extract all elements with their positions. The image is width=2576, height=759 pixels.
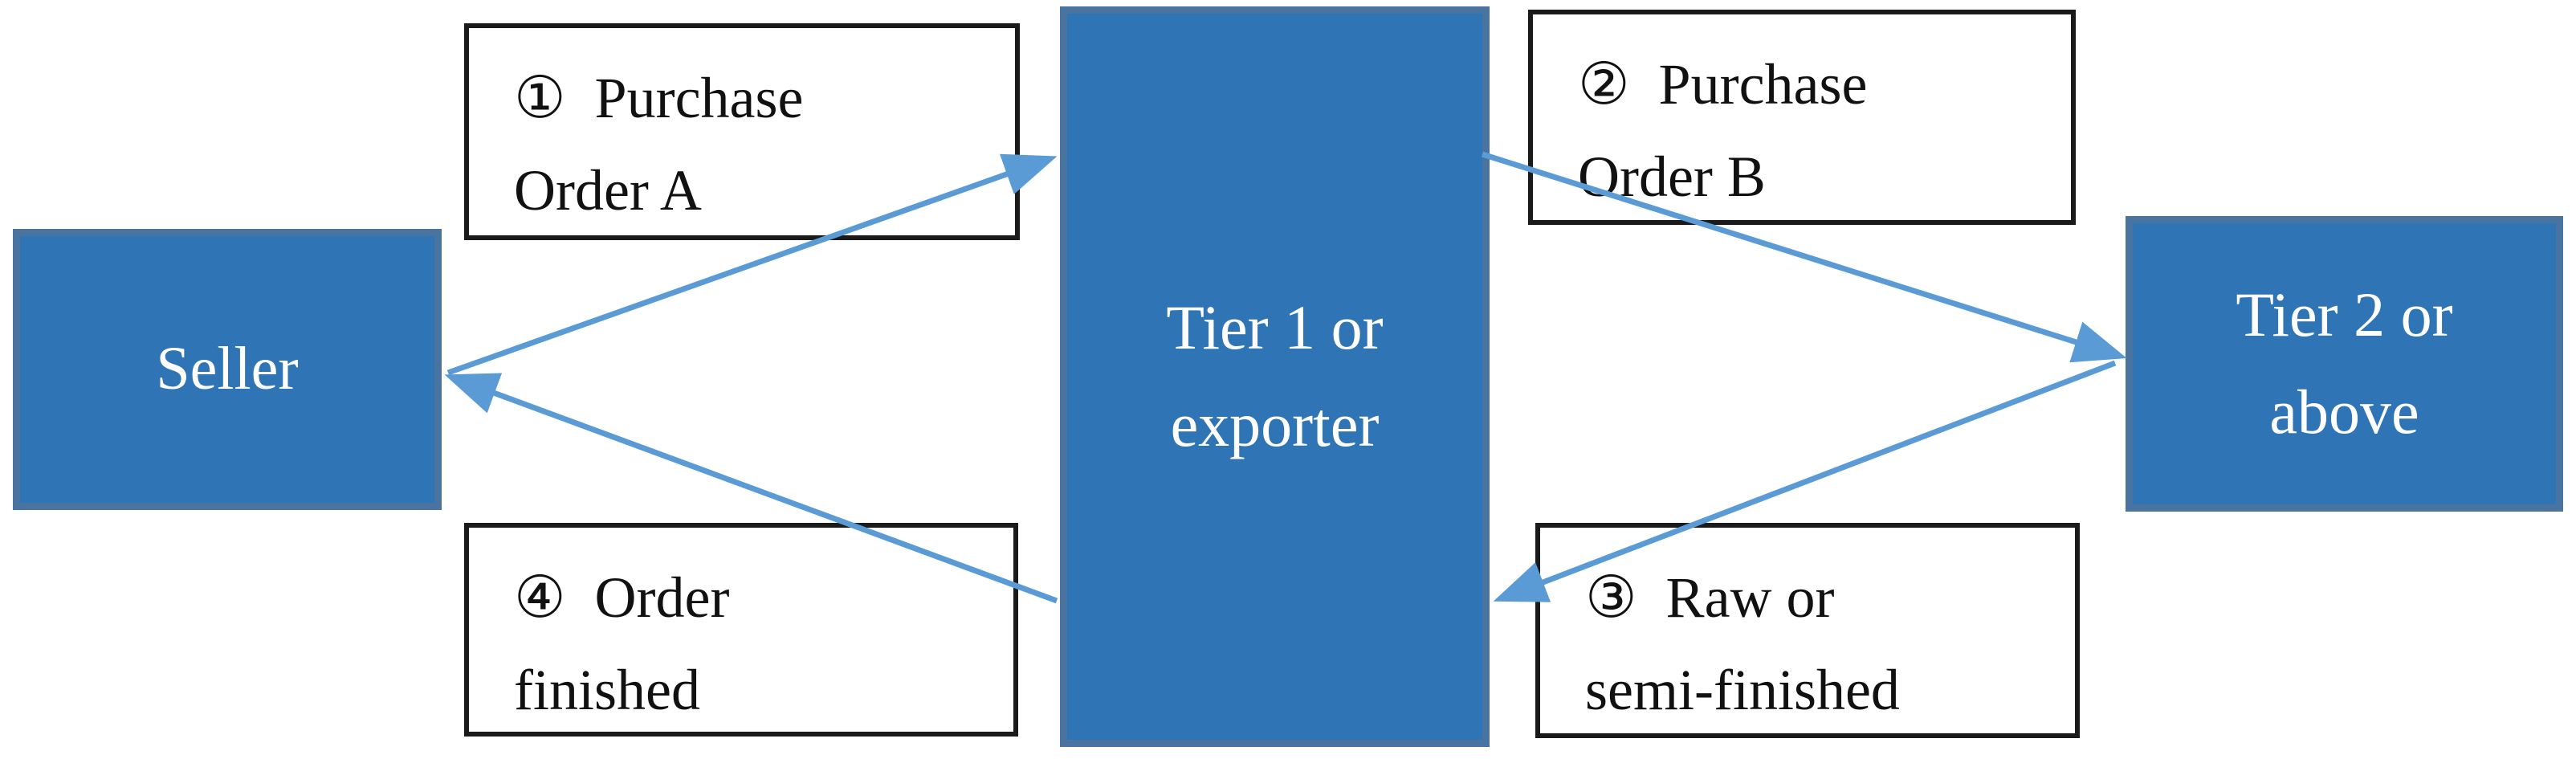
seller-label: Seller <box>156 335 299 403</box>
tier2-label-line1: Tier 2 or <box>2236 280 2453 350</box>
step-line: Order A <box>514 158 702 223</box>
step-box-purchase-order-a: ① Purchase Order A <box>464 23 1020 240</box>
step-line: finished <box>514 658 700 723</box>
step-box-raw-or-semi-finished: ③ Raw or semi-finished <box>1535 523 2080 738</box>
step-box-order-finished: ④ Order finished <box>464 523 1018 737</box>
tier2-label-line2: above <box>2269 377 2419 447</box>
tier1-exporter-node: Tier 1 or exporter <box>1060 6 1490 747</box>
step-line: ④ Order <box>514 565 730 630</box>
step-line: ③ Raw or <box>1585 565 1835 630</box>
step-line: semi-finished <box>1585 658 1900 723</box>
tier2-above-node: Tier 2 or above <box>2126 216 2563 512</box>
tier1-label-line1: Tier 1 or <box>1166 292 1384 363</box>
step-line: ① Purchase <box>514 66 804 130</box>
step-box-purchase-order-b: ② Purchase Order B <box>1528 10 2076 225</box>
step-line: Order B <box>1578 145 1766 210</box>
tier1-label-line2: exporter <box>1170 390 1380 459</box>
step-line: ② Purchase <box>1578 52 1868 116</box>
seller-node: Seller <box>13 229 442 510</box>
